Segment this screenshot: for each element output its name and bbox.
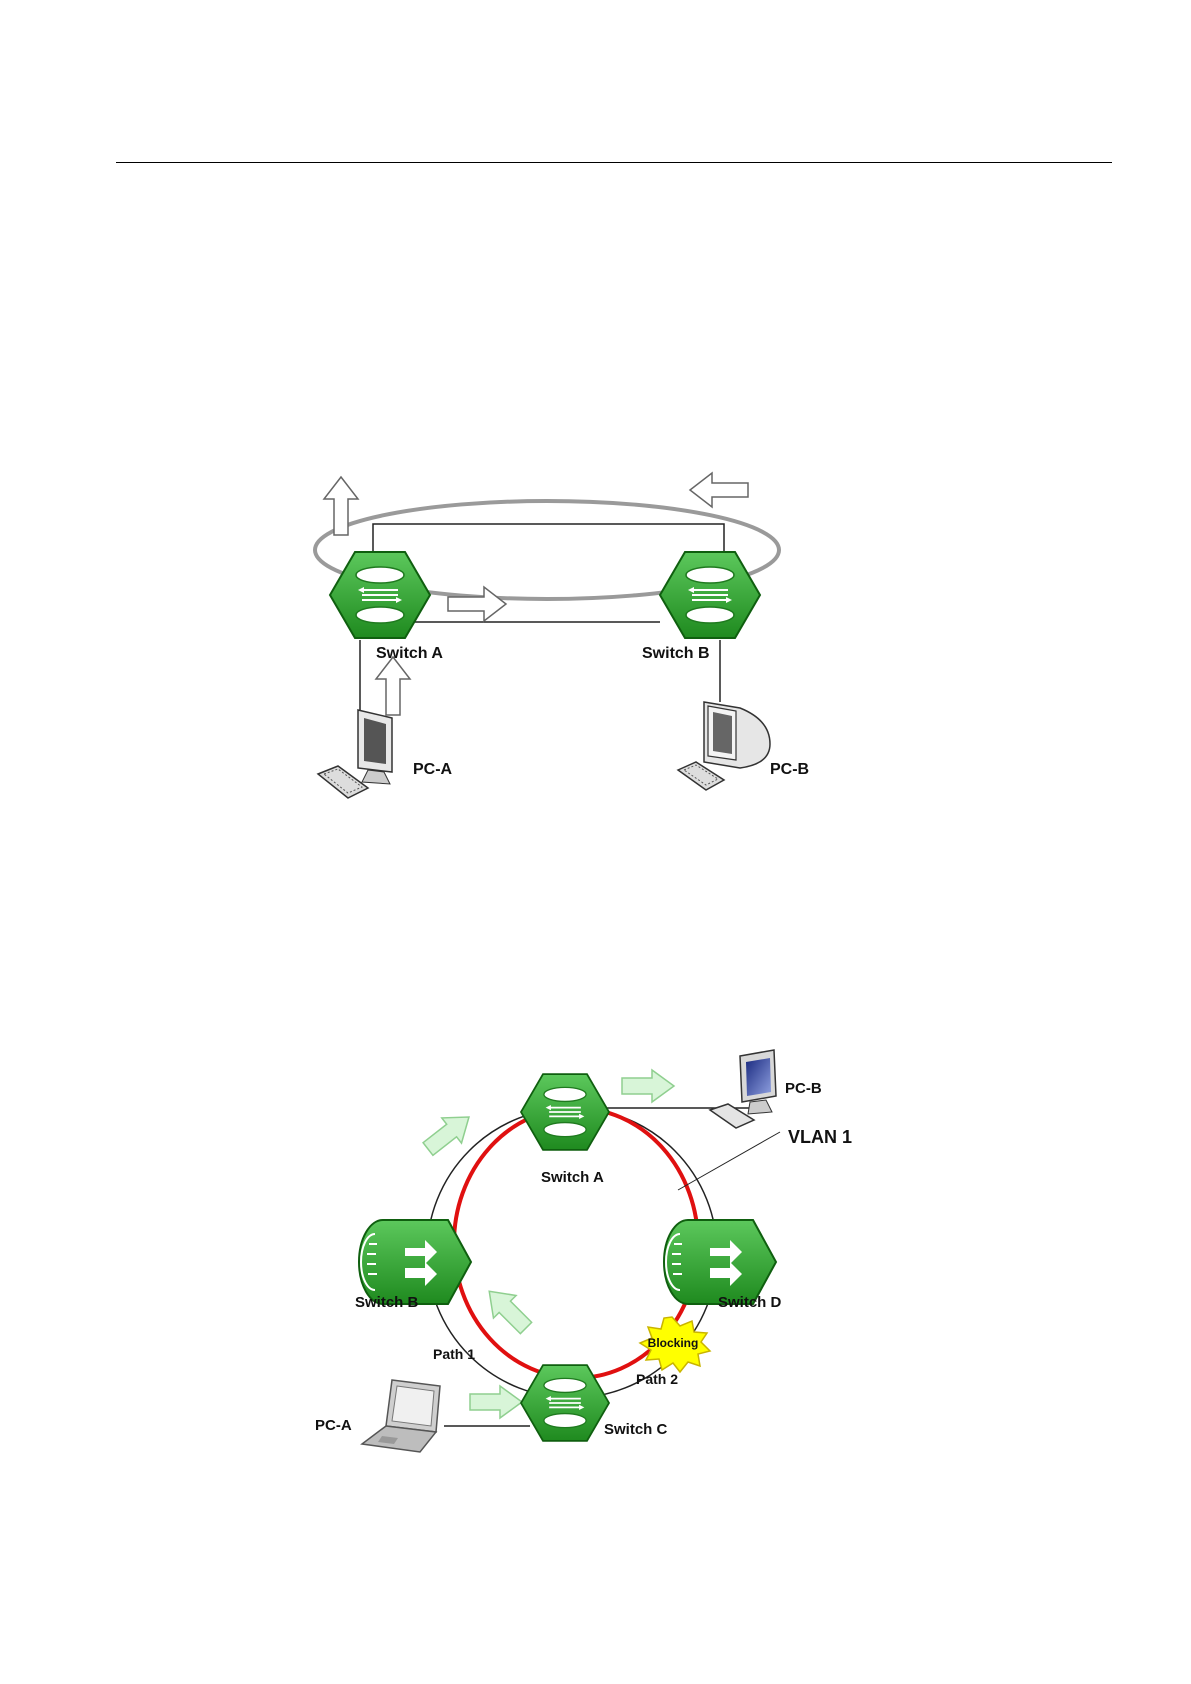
fig1-arrow-up-pc-a (376, 657, 410, 715)
fig2-pc-b-icon (710, 1050, 776, 1128)
fig2-blocking-burst: Blocking (640, 1317, 710, 1372)
fig2-switch-d-label: Switch D (718, 1294, 782, 1311)
fig1-switch-a-icon (330, 552, 430, 638)
fig1-pc-b-label: PC-B (770, 761, 809, 778)
fig2-arrow-to-pc-b (622, 1070, 674, 1102)
fig2-switch-b-icon (359, 1220, 471, 1304)
fig2-path1-label: Path 1 (433, 1346, 475, 1362)
fig2-switch-d-icon (664, 1220, 776, 1304)
fig1-switch-a-label: Switch A (376, 645, 443, 662)
fig2-switch-a-label: Switch A (541, 1169, 604, 1186)
fig2-pc-b-label: PC-B (785, 1080, 822, 1097)
fig2-arrow-to-switch-a (418, 1104, 479, 1161)
fig1-upper-link (373, 524, 724, 560)
fig2-pc-a-icon (362, 1380, 440, 1452)
fig2-vlan-label: VLAN 1 (788, 1127, 852, 1147)
fig1-arrow-left-top-right (690, 473, 748, 507)
fig2-blocking-label: Blocking (648, 1336, 699, 1350)
fig2-arrow-to-switch-c (470, 1386, 522, 1418)
fig2-path2-label: Path 2 (636, 1371, 678, 1387)
fig2-vlan-leader (678, 1132, 780, 1190)
fig1-switch-b-label: Switch B (642, 645, 710, 662)
fig1-switch-b-icon (660, 552, 760, 638)
fig2-switch-c-label: Switch C (604, 1421, 668, 1438)
fig2-switch-a-icon (521, 1074, 609, 1150)
fig1-pc-b-icon (678, 702, 770, 790)
figure-2-ring-diagram: Switch A Switch B Switch D Switch C Bloc… (315, 1050, 852, 1452)
fig2-pc-a-label: PC-A (315, 1417, 352, 1434)
fig1-pc-a-icon (318, 710, 392, 798)
fig2-arrow-inside-ring (478, 1280, 537, 1339)
fig1-arrow-right-middle (448, 587, 506, 621)
fig2-switch-b-label: Switch B (355, 1294, 419, 1311)
fig1-pc-a-label: PC-A (413, 761, 453, 778)
fig1-arrow-up-top-left (324, 477, 358, 535)
figure-1-loop-diagram: Switch A Switch B PC-A PC-B (315, 473, 809, 798)
